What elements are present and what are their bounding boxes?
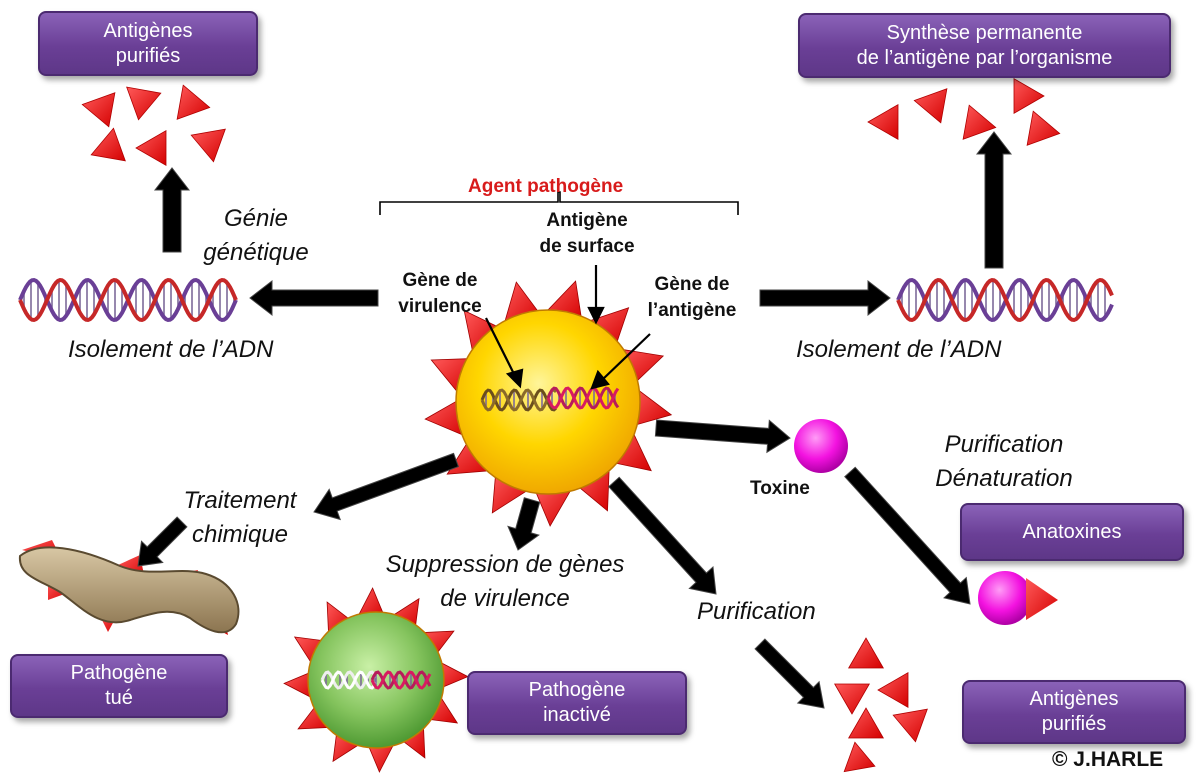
toxin-ball-icon xyxy=(794,419,848,473)
label-line: Antigène xyxy=(546,210,628,231)
label-line: l’antigène xyxy=(647,300,737,321)
box-synthese-permanente: Synthèse permanente de l’antigène par l’… xyxy=(798,13,1171,78)
box-antigenes-purifies-top: Antigènes purifiés xyxy=(38,11,258,76)
label-purification-denaturation: Purification Dénaturation xyxy=(916,428,1092,496)
label-line: de virulence xyxy=(440,585,570,612)
dna-helix-icon xyxy=(896,277,1114,323)
label-line: Suppression de gènes xyxy=(385,551,625,578)
black-arrow-icon xyxy=(137,131,1013,709)
label-line: Dénaturation xyxy=(935,465,1073,492)
box-pathogene-inactive: Pathogène inactivé xyxy=(467,671,687,735)
pathogen-cell-icon xyxy=(283,587,469,773)
label-antigene-surface: Antigène de surface xyxy=(512,208,662,260)
label-line: Gène de xyxy=(402,270,478,291)
label-line: virulence xyxy=(398,296,482,317)
label-line: Purification xyxy=(944,431,1064,458)
label-line: de surface xyxy=(539,236,635,257)
triangle-antigen-icon xyxy=(81,84,226,166)
anatoxin-icon xyxy=(978,571,1058,625)
box-line: Pathogène xyxy=(70,662,168,684)
label-toxine: Toxine xyxy=(750,478,810,499)
label-genie-genetique: Génie génétique xyxy=(186,202,326,270)
label-line: Génie xyxy=(223,205,289,232)
box-line: purifiés xyxy=(115,44,181,67)
brace xyxy=(379,191,739,215)
box-line: Pathogène xyxy=(528,679,626,701)
label-isolement-adn-left: Isolement de l’ADN xyxy=(68,336,274,363)
box-line: Synthèse permanente xyxy=(886,21,1083,44)
label-isolement-adn-right: Isolement de l’ADN xyxy=(796,336,1002,363)
label-line: chimique xyxy=(191,521,289,548)
box-pathogene-tue: Pathogène tué xyxy=(10,654,228,718)
box-line: Anatoxines xyxy=(1022,520,1122,543)
triangle-antigen-icon xyxy=(834,637,928,773)
box-line: de l’antigène par l’organisme xyxy=(856,46,1113,69)
pathogen-cell-icon xyxy=(424,280,673,527)
box-line: tué xyxy=(105,687,133,709)
box-line: Antigènes xyxy=(103,19,193,42)
label-line: Traitement xyxy=(183,487,297,514)
label-line: génétique xyxy=(203,239,309,266)
box-line: Antigènes xyxy=(1029,688,1119,710)
label-traitement-chimique: Traitement chimique xyxy=(170,484,310,552)
copyright: © J.HARLE xyxy=(1052,748,1164,771)
killed-pathogen-icon xyxy=(18,540,240,635)
box-line: inactivé xyxy=(543,704,611,726)
label-gene-antigene: Gène de l’antigène xyxy=(632,272,752,324)
box-line: purifiés xyxy=(1041,713,1107,735)
label-line: Gène de xyxy=(654,274,730,295)
triangle-antigen-icon xyxy=(867,78,1061,146)
dna-helix-icon xyxy=(18,277,238,323)
box-antigenes-purifies-bottom: Antigènes purifiés xyxy=(962,680,1186,744)
label-purification: Purification xyxy=(697,598,816,625)
label-agent-pathogene: Agent pathogène xyxy=(468,176,624,197)
box-anatoxines: Anatoxines xyxy=(960,503,1184,561)
label-gene-virulence: Gène de virulence xyxy=(380,268,500,320)
label-suppression-genes: Suppression de gènes de virulence xyxy=(372,548,638,616)
pointer-arrows xyxy=(485,265,651,390)
